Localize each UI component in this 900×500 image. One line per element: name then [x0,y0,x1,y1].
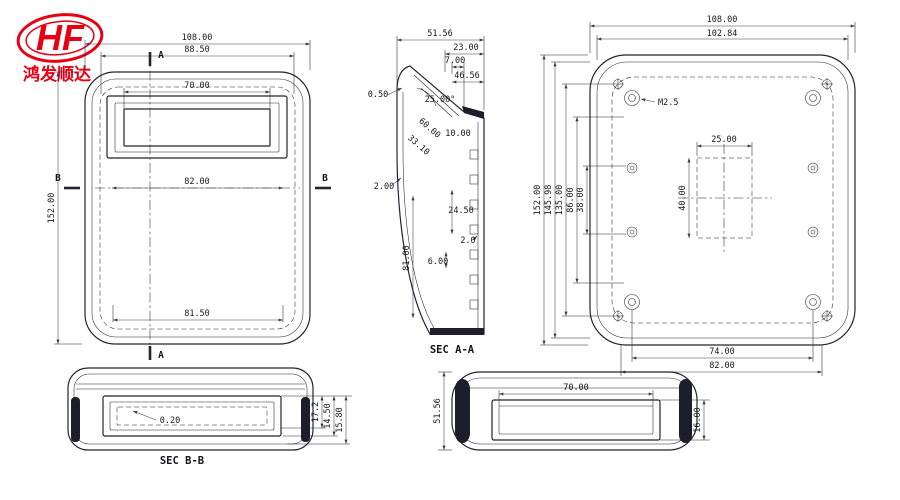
section-marker-a-top: A [158,50,164,61]
section-dim-4656: 46.56 [454,71,480,81]
side-outline [451,371,698,451]
front-dim-overall-width: 108.00 [182,33,213,43]
front-dim-height: 152.00 [47,193,57,224]
front-hidden-edge [99,86,296,330]
secbb-outline [67,367,314,451]
side-dim-16: 16.00 [693,407,703,433]
logo-brand-text: HF [36,17,85,58]
back-dim-40: 40.00 [678,185,688,211]
front-view: 108.00 88.50 70.00 82.00 B B 81.50 152.0… [47,33,331,361]
section-cut-rim [462,106,484,119]
back-dim-height: 152.00 [533,185,543,216]
front-dim-bottom-width: 81.50 [184,309,210,319]
section-dim-245: 24.50 [448,206,474,216]
logo-ring-icon [16,13,104,63]
secbb-label: SEC B-B [160,455,204,467]
side-dim-height: 51.56 [433,398,443,424]
side-view: 51.56 70.00 16.00 [433,371,710,451]
secbb-recess [102,395,282,437]
back-dim-inner-width: 102.84 [707,29,738,39]
front-inner-edge [91,78,304,338]
section-dim-wall: 0.50 [368,90,388,100]
back-dim-38: 38.00 [576,187,586,213]
section-dim-6: 6.00 [428,257,448,267]
back-view: M2.5 25.00 40.00 108.00 102.84 152.00 14… [533,15,856,376]
back-center-opening [696,157,753,239]
section-dim-slope-3310: 33.10 [405,133,431,157]
secbb-cut-wall-right [301,397,310,442]
section-dim-23: 23.00 [453,43,479,53]
front-window-recess [106,95,288,159]
section-label: SEC A-A [430,344,475,356]
secbb-inner-edge [73,373,308,445]
section-marker-a-bottom: A [158,350,164,361]
section-aa-view: 51.56 23.00 7.00 46.56 0.50 25.00° 60.00… [368,29,485,356]
section-dim-7: 7.00 [445,56,465,66]
back-hidden-edge [611,76,834,324]
section-dim-81: 81.00 [402,245,412,271]
secbb-dim-172: 17.2 [311,402,321,422]
front-dim-mid-width: 82.00 [184,177,210,187]
side-recess [491,399,661,441]
sec-bb-view: 0.20 17.2 14.50 15.80 SEC B-B [67,367,352,467]
back-outline [589,54,856,346]
section-marker-b-right: B [322,173,328,184]
secbb-cut-wall-left [71,397,80,442]
front-window-opening [123,108,271,147]
secbb-dim-1450: 14.50 [323,403,333,429]
section-cut-base [430,328,484,335]
section-dim-depth: 51.56 [427,29,453,39]
section-dim-slope-60: 60.00 [416,116,442,140]
section-outline [396,65,485,335]
front-dim-top-width: 88.50 [184,45,210,55]
back-dim-86: 86.00 [566,187,576,213]
section-dim-10: 10.00 [445,129,471,139]
secbb-dim-020: 0.20 [160,416,180,426]
front-window-frame [114,102,280,153]
logo: HF 鸿发顺达 [16,13,104,85]
secbb-dim-1580: 15.80 [335,407,345,433]
section-dim-20: 2.0 [460,236,475,246]
back-dim-25: 25.00 [711,135,737,145]
back-inner-edge [596,61,849,339]
back-dim-14598: 145.98 [544,185,554,216]
section-dim-2: 2.00 [374,182,394,192]
side-end-left [455,379,470,443]
side-end-right [679,379,692,443]
logo-company-text: 鸿发顺达 [23,64,91,85]
back-dim-overall-width: 108.00 [707,15,738,25]
back-dim-82: 82.00 [709,361,735,371]
section-angle: 25.00° [425,95,456,105]
front-dim-window-width: 70.00 [184,81,210,91]
back-dim-74: 74.00 [709,347,735,357]
logo-inner-ring-icon [25,20,95,56]
front-outline [84,71,311,345]
back-screw-callout: M2.5 [658,98,678,108]
back-dim-135: 135.00 [555,185,565,216]
side-dim-70: 70.00 [563,383,589,393]
